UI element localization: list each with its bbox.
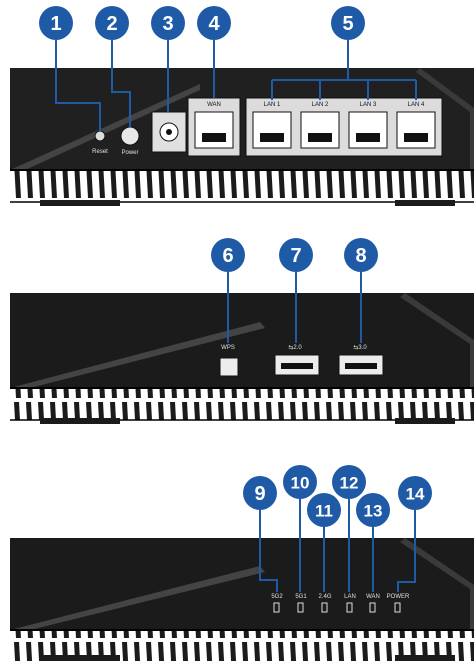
led-wan [369, 602, 376, 613]
led-5g1 [297, 602, 304, 613]
led-lan-label: LAN [344, 594, 356, 600]
callout-6: 6 [211, 238, 245, 272]
leader-1 [55, 40, 101, 131]
lan4-label: LAN 4 [408, 102, 425, 108]
front-panel: 5G2 5G1 2.4G LAN WAN POWER 9 10 11 12 13… [10, 465, 474, 661]
back-panel: Reset Power WAN LAN 1 LAN 2 LAN 3 LAN 4 [10, 6, 474, 206]
side-panel-diagonal [10, 322, 265, 388]
wan-port [194, 111, 234, 149]
power-label: Power [121, 150, 138, 156]
callout-11: 11 [307, 493, 341, 527]
lan4-port [396, 111, 436, 149]
wps-label: WPS [221, 345, 235, 351]
led-5g2-label: 5G2 [271, 594, 283, 600]
svg-text:7: 7 [290, 245, 301, 267]
led-24g [321, 602, 328, 613]
callout-7: 7 [279, 238, 313, 272]
side-panel-vents [10, 388, 474, 420]
back-panel-vents [10, 170, 474, 202]
svg-text:6: 6 [222, 245, 233, 267]
svg-text:3: 3 [162, 13, 173, 35]
usb30-label: ⇆3.0 [353, 344, 367, 351]
svg-text:13: 13 [364, 502, 383, 521]
lan3-label: LAN 3 [360, 102, 377, 108]
leader-14 [397, 510, 416, 592]
led-5g1-label: 5G1 [295, 594, 307, 600]
svg-text:2: 2 [106, 13, 117, 35]
callout-2: 2 [95, 6, 129, 40]
wan-label: WAN [207, 102, 221, 108]
callout-9: 9 [243, 476, 277, 510]
callout-14: 14 [398, 476, 432, 510]
callout-4: 4 [197, 6, 231, 40]
led-24g-label: 2.4G [318, 594, 331, 600]
front-panel-body [10, 538, 474, 630]
callout-8: 8 [344, 238, 378, 272]
callout-3: 3 [151, 6, 185, 40]
led-lan [346, 602, 353, 613]
svg-text:10: 10 [291, 474, 310, 493]
leader-2 [111, 40, 131, 127]
reset-label: Reset [92, 149, 108, 155]
svg-text:8: 8 [355, 245, 366, 267]
svg-text:9: 9 [254, 483, 265, 505]
svg-text:12: 12 [340, 474, 359, 493]
led-power-label: POWER [387, 594, 410, 600]
led-power [394, 602, 401, 613]
callout-10: 10 [283, 465, 317, 499]
wps-button [219, 357, 239, 377]
power-button [120, 126, 140, 146]
callout-13: 13 [356, 493, 390, 527]
callout-5: 5 [331, 6, 365, 40]
led-5g2 [273, 602, 280, 613]
led-wan-label: WAN [366, 594, 380, 600]
callout-12: 12 [332, 465, 366, 499]
leader-9 [259, 510, 278, 592]
svg-text:4: 4 [208, 13, 220, 35]
lan1-label: LAN 1 [264, 102, 281, 108]
callout-1: 1 [39, 6, 73, 40]
lan2-label: LAN 2 [312, 102, 329, 108]
lan3-port [348, 111, 388, 149]
front-panel-diagonal [10, 566, 265, 630]
reset-button [94, 130, 106, 142]
lan1-port [252, 111, 292, 149]
usb20-label: ⇆2.0 [288, 344, 302, 351]
svg-text:14: 14 [406, 485, 425, 504]
back-panel-corner [416, 68, 474, 170]
lan2-port [300, 111, 340, 149]
leader-5 [271, 40, 417, 100]
back-panel-diagonal [10, 84, 200, 170]
svg-text:5: 5 [342, 13, 353, 35]
svg-text:11: 11 [315, 502, 333, 521]
side-panel: WPS ⇆2.0 ⇆3.0 6 7 8 [10, 238, 474, 424]
svg-text:1: 1 [50, 13, 61, 35]
